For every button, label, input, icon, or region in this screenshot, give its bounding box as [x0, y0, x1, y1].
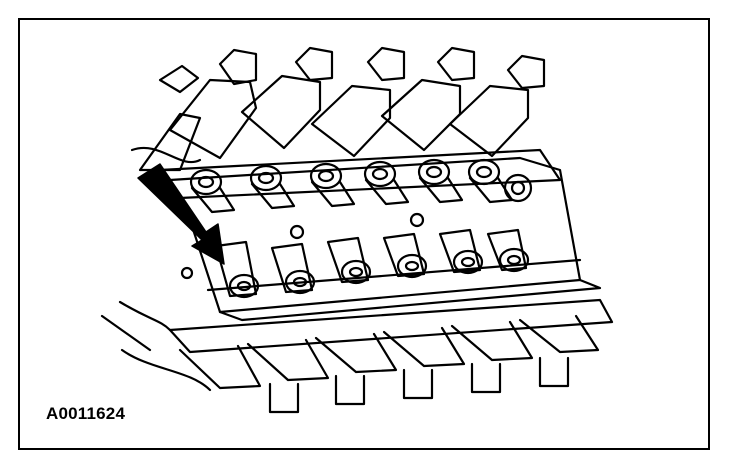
- upper-runners: [130, 46, 562, 200]
- engine-illustration: [100, 46, 614, 414]
- figure-frame: A0011624: [18, 18, 710, 450]
- lower-tappet-row: [214, 228, 530, 299]
- arrow-icon: [137, 163, 225, 265]
- figure-id-label: A0011624: [46, 404, 126, 423]
- lower-runners: [100, 298, 614, 414]
- upper-tappet-row: [189, 158, 514, 214]
